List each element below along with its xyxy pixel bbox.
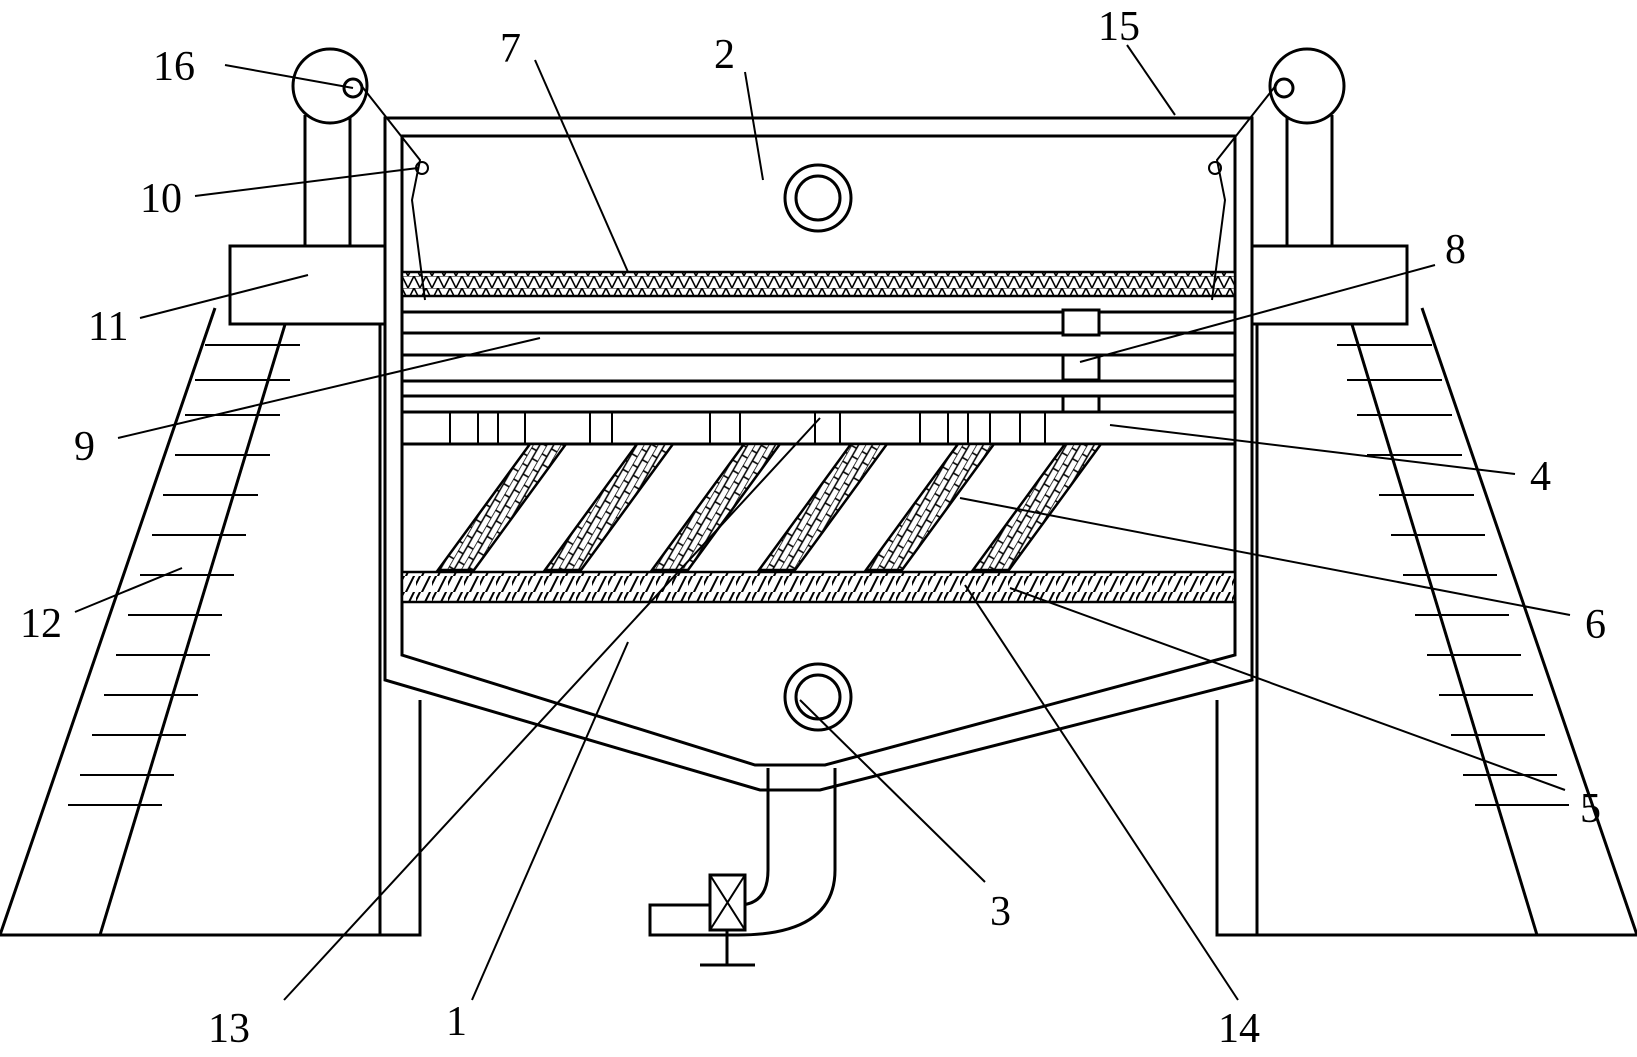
right-pulley [1268, 47, 1346, 125]
callout-11: 11 [88, 304, 128, 350]
left-ladder-rungs [68, 344, 300, 806]
slider-block [1061, 308, 1101, 337]
callout-13: 13 [208, 1006, 250, 1052]
drain-pipe [648, 768, 837, 937]
callout-9: 9 [74, 424, 95, 470]
callout-1: 1 [446, 999, 467, 1045]
callout-14: 14 [1218, 1006, 1260, 1052]
callout-3: 3 [990, 889, 1011, 935]
tank [359, 83, 1278, 967]
filter-screen [400, 270, 1237, 298]
slanted-filter-media [435, 442, 1104, 572]
right-block [1250, 244, 1409, 326]
callout-12: 12 [20, 601, 62, 647]
callout-8: 8 [1445, 227, 1466, 273]
hatched-plate [400, 570, 1237, 604]
callout-16: 16 [153, 44, 195, 90]
callout-10: 10 [140, 176, 182, 222]
right-support [1215, 47, 1637, 937]
callout-7: 7 [500, 26, 521, 72]
callout-labels: 1 2 3 4 5 6 7 8 9 10 11 12 13 14 15 16 [20, 4, 1606, 1052]
right-ladder-rungs [1337, 344, 1569, 806]
inlet-pipe [783, 163, 853, 233]
outlet-pipe [783, 662, 853, 732]
callout-4: 4 [1530, 454, 1551, 500]
left-support [0, 47, 422, 937]
callout-6: 6 [1585, 602, 1606, 648]
callout-2: 2 [714, 32, 735, 78]
callout-15: 15 [1098, 4, 1140, 50]
left-pulley [291, 47, 369, 125]
left-block [228, 244, 387, 326]
leader-lines [74, 44, 1571, 1001]
perforated-plate [400, 410, 1237, 446]
callout-5: 5 [1580, 786, 1601, 832]
